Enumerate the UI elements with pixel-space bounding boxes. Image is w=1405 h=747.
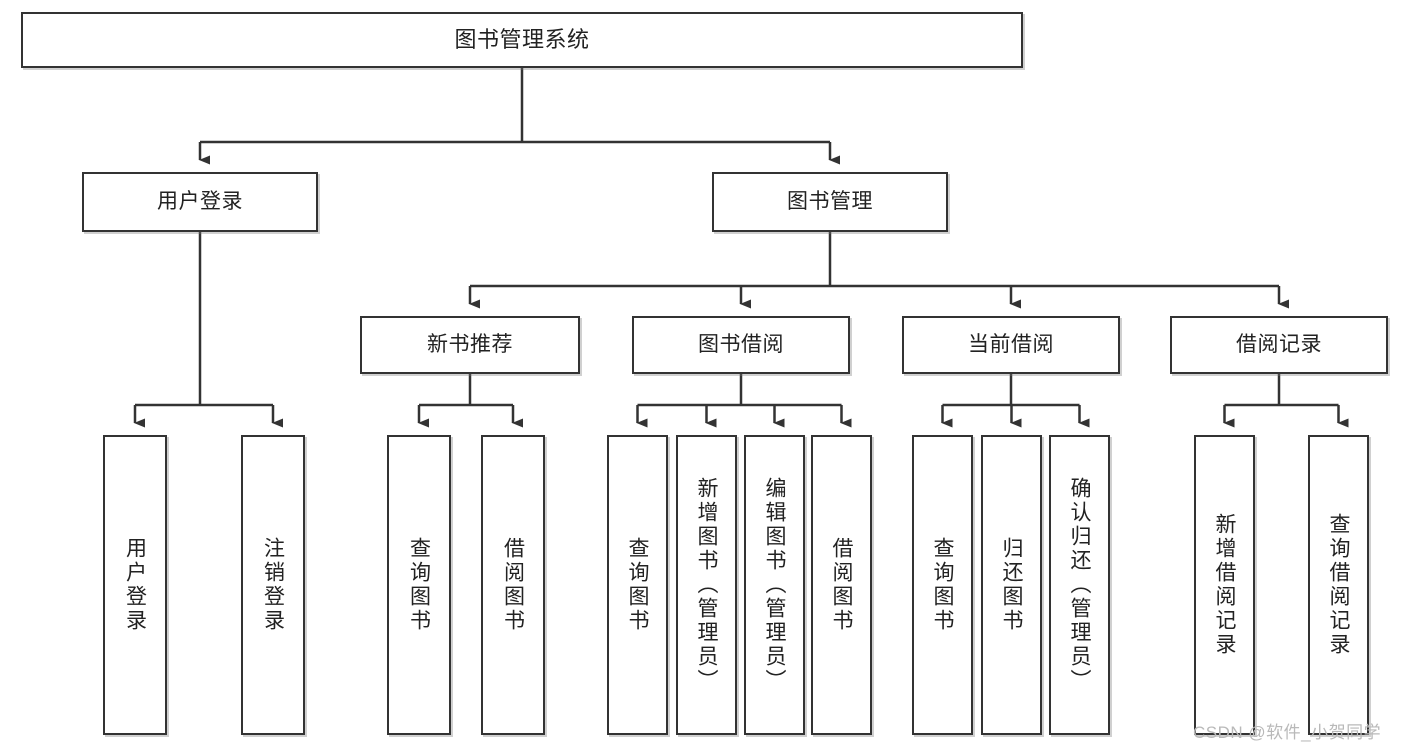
node-leaf-user-logout-label: 注销登录 <box>261 537 285 633</box>
node-current-borrow[interactable]: 当前借阅 <box>902 316 1120 374</box>
node-leaf-add-book[interactable]: 新增图书（管理员） <box>676 435 737 735</box>
node-leaf-query-book-2-label: 查询图书 <box>626 537 649 633</box>
node-leaf-confirm-return[interactable]: 确认归还（管理员） <box>1049 435 1110 735</box>
node-leaf-user-login-label: 用户登录 <box>123 537 147 633</box>
csdn-watermark: CSDN @软件_小贺同学 <box>1193 723 1382 742</box>
node-new-book-rec-label: 新书推荐 <box>427 332 513 356</box>
node-leaf-user-login[interactable]: 用户登录 <box>103 435 167 735</box>
node-leaf-edit-book[interactable]: 编辑图书（管理员） <box>744 435 805 735</box>
node-user-login[interactable]: 用户登录 <box>82 172 318 232</box>
node-leaf-borrow-book-2-label: 借阅图书 <box>830 537 853 633</box>
node-leaf-add-record-label: 新增借阅记录 <box>1213 513 1236 657</box>
node-book-manage[interactable]: 图书管理 <box>712 172 948 232</box>
node-current-borrow-label: 当前借阅 <box>968 332 1054 356</box>
node-leaf-add-record[interactable]: 新增借阅记录 <box>1194 435 1255 735</box>
node-leaf-borrow-book-1-label: 借阅图书 <box>501 537 525 633</box>
node-leaf-query-book-1-label: 查询图书 <box>407 537 431 633</box>
node-leaf-return-book[interactable]: 归还图书 <box>981 435 1042 735</box>
node-borrow-record[interactable]: 借阅记录 <box>1170 316 1388 374</box>
node-book-borrow[interactable]: 图书借阅 <box>632 316 850 374</box>
node-leaf-query-book-3[interactable]: 查询图书 <box>912 435 973 735</box>
node-user-login-label: 用户登录 <box>157 189 243 213</box>
node-leaf-query-book-2[interactable]: 查询图书 <box>607 435 668 735</box>
node-leaf-user-logout[interactable]: 注销登录 <box>241 435 305 735</box>
node-new-book-rec[interactable]: 新书推荐 <box>360 316 580 374</box>
node-book-borrow-label: 图书借阅 <box>698 332 784 356</box>
node-leaf-query-record[interactable]: 查询借阅记录 <box>1308 435 1369 735</box>
node-borrow-record-label: 借阅记录 <box>1236 332 1322 356</box>
node-book-manage-label: 图书管理 <box>787 189 873 213</box>
node-leaf-confirm-return-label: 确认归还（管理员） <box>1068 477 1091 693</box>
node-root[interactable]: 图书管理系统 <box>21 12 1023 68</box>
node-leaf-query-book-1[interactable]: 查询图书 <box>387 435 451 735</box>
node-leaf-query-book-3-label: 查询图书 <box>931 537 954 633</box>
node-leaf-return-book-label: 归还图书 <box>1000 537 1023 633</box>
node-root-label: 图书管理系统 <box>454 27 590 53</box>
node-leaf-borrow-book-2[interactable]: 借阅图书 <box>811 435 872 735</box>
node-leaf-edit-book-label: 编辑图书（管理员） <box>763 477 786 693</box>
node-leaf-query-record-label: 查询借阅记录 <box>1327 513 1350 657</box>
node-leaf-borrow-book-1[interactable]: 借阅图书 <box>481 435 545 735</box>
node-leaf-add-book-label: 新增图书（管理员） <box>695 477 718 693</box>
